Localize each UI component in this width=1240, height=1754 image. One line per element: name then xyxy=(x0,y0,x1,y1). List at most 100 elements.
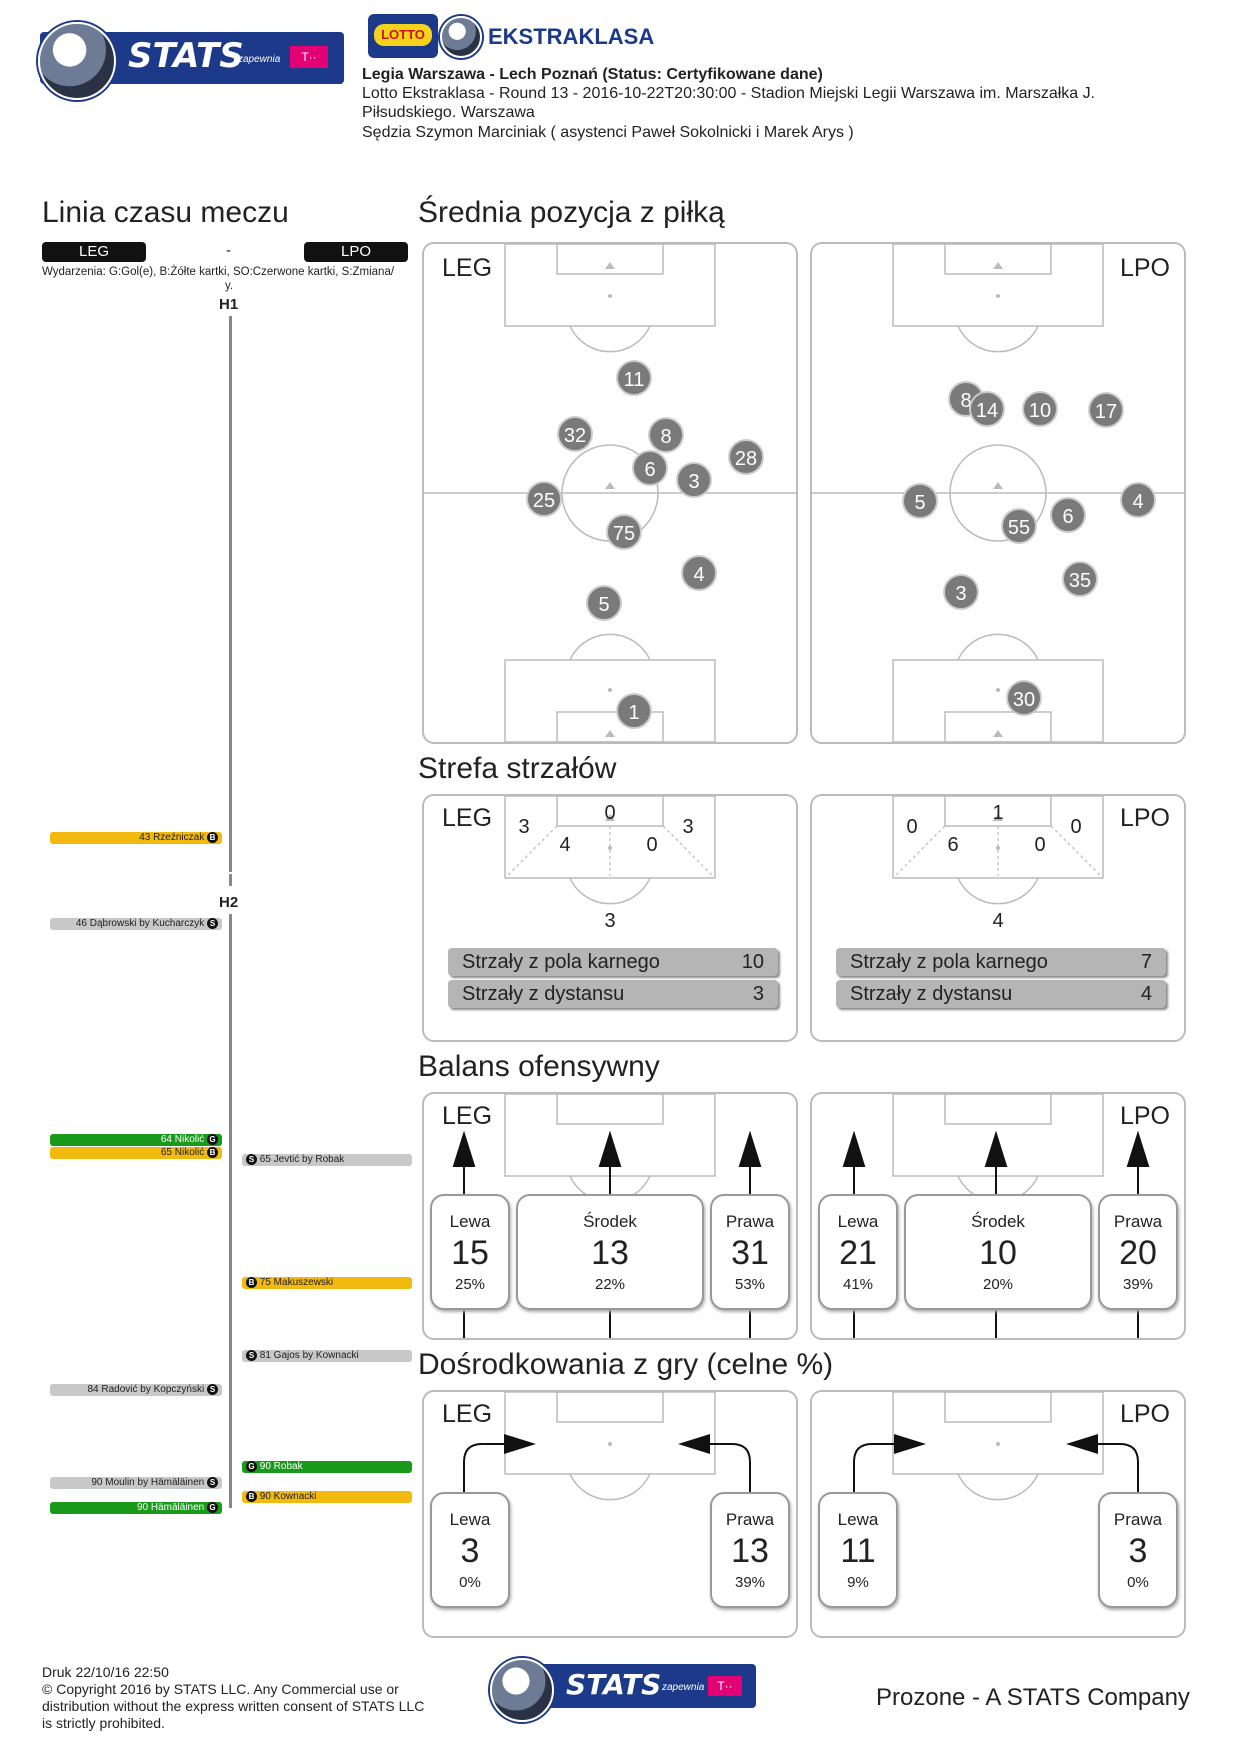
timeline-event: 90 Moulin by Hämäläinen S xyxy=(50,1477,222,1489)
ekstraklasa-logo-text: EKSTRAKLASA xyxy=(488,24,655,49)
zone-count-right-in: 0 xyxy=(1034,834,1046,856)
zone-count-right-in: 0 xyxy=(646,834,658,856)
bar-label: Strzały z pola karnego xyxy=(462,951,660,973)
stat-label: Lewa xyxy=(449,1212,491,1231)
event-type-icon: S xyxy=(207,1384,218,1395)
event-type-icon: S xyxy=(207,1477,218,1488)
stat-value: 11 xyxy=(840,1532,876,1570)
lotto-logo-text: LOTTO xyxy=(374,24,432,46)
timeline-line-h1 xyxy=(229,316,232,872)
timeline-event: 46 Dąbrowski by Kucharczyk S xyxy=(50,918,222,930)
player-marker: 3 xyxy=(943,574,979,610)
stat-label: Środek xyxy=(971,1212,1025,1231)
event-type-icon: S xyxy=(246,1350,257,1361)
stat-value: 10 xyxy=(979,1234,1017,1272)
stat-label: Lewa xyxy=(449,1510,491,1529)
player-marker: 5 xyxy=(586,585,622,621)
avg-position-home-pitch: LEG 11 32 8 28 6 3 25 75 4 5 1 xyxy=(422,242,798,744)
player-marker: 75 xyxy=(606,514,642,550)
team-label: LPO xyxy=(1119,1400,1170,1428)
lotto-logo: LOTTO xyxy=(368,14,438,58)
timeline-event: 64 Nikolić G xyxy=(50,1134,222,1146)
bar-value: 10 xyxy=(741,951,764,973)
stats-logo-text: STATS xyxy=(128,36,244,76)
timeline-event: 84 Radović by Kopczyński S xyxy=(50,1384,222,1396)
event-text: 81 Gajos by Kownacki xyxy=(259,1350,359,1361)
stat-percent: 41% xyxy=(842,1276,874,1293)
timeline-legend-cont: y. xyxy=(225,280,234,292)
stat-value: 15 xyxy=(451,1234,489,1272)
player-marker: 32 xyxy=(557,416,593,452)
shot-zone-pitch xyxy=(504,796,716,905)
event-text: 90 Kownacki xyxy=(259,1491,317,1502)
bar-value: 4 xyxy=(1140,983,1152,1005)
timeline-line-h2 xyxy=(229,914,232,1508)
player-marker: 55 xyxy=(1001,508,1037,544)
ekstraklasa-ball-icon xyxy=(38,22,116,100)
timeline-event: B 75 Makuszewski xyxy=(242,1277,412,1289)
team-label: LPO xyxy=(1119,804,1170,832)
timeline-away-team: LPO xyxy=(304,242,408,262)
match-details: Lotto Ekstraklasa - Round 13 - 2016-10-2… xyxy=(362,85,1096,102)
stat-percent: 39% xyxy=(1122,1276,1154,1293)
player-marker: 6 xyxy=(632,450,668,486)
timeline-home-team: LEG xyxy=(42,242,146,262)
bar-label: Strzały z dystansu xyxy=(850,983,1013,1005)
timeline-event: 43 Rzeźniczak B xyxy=(50,832,222,844)
event-text: 43 Rzeźniczak xyxy=(139,832,205,843)
player-marker: 5 xyxy=(902,483,938,519)
event-type-icon: G xyxy=(246,1461,257,1472)
stat-percent: 0% xyxy=(1127,1574,1149,1591)
zone-count-left-in: 4 xyxy=(559,834,571,856)
player-marker: 6 xyxy=(1050,497,1086,533)
bar-value: 7 xyxy=(1140,951,1152,973)
player-marker: 3 xyxy=(676,462,712,498)
match-venue: Piłsudskiego. Warszawa xyxy=(362,104,535,121)
team-label: LPO xyxy=(1119,1102,1170,1130)
referee-line: Sędzia Szymon Marciniak ( asystenci Pawe… xyxy=(362,124,854,141)
player-marker: 35 xyxy=(1062,561,1098,597)
shots-inside-box-bar: Strzały z pola karnego 7 xyxy=(836,948,1166,976)
avg-position-title: Średnia pozycja z piłką xyxy=(418,196,725,229)
event-text: 90 Moulin by Hämäläinen xyxy=(91,1477,205,1488)
team-label: LEG xyxy=(442,804,493,832)
player-marker: 1 xyxy=(616,693,652,729)
copyright-line-1: © Copyright 2016 by STATS LLC. Any Comme… xyxy=(42,1681,399,1697)
player-marker: 17 xyxy=(1088,392,1124,428)
stat-value: 13 xyxy=(591,1234,629,1272)
stats-sponsor-text: zapewnia xyxy=(238,54,281,65)
timeline-event: 90 Hämäläinen G xyxy=(50,1502,222,1514)
attack-balance-title: Balans ofensywny xyxy=(418,1050,660,1083)
bar-value: 3 xyxy=(752,983,764,1005)
team-label: LEG xyxy=(442,1400,493,1428)
stat-percent: 0% xyxy=(459,1574,481,1591)
zone-count-left-in: 6 xyxy=(947,834,959,856)
player-marker: 28 xyxy=(728,439,764,475)
zone-count-top: 1 xyxy=(992,802,1004,824)
stat-value: 13 xyxy=(731,1532,769,1570)
zone-count-outside: 4 xyxy=(992,910,1004,932)
stats-footer-logo-text: STATS xyxy=(566,1668,662,1701)
stat-label: Prawa xyxy=(1113,1212,1163,1231)
zone-count-right-out: 3 xyxy=(682,816,694,838)
stat-label: Lewa xyxy=(837,1510,879,1529)
bar-label: Strzały z pola karnego xyxy=(850,951,1048,973)
event-text: 65 Jevtić by Robak xyxy=(259,1154,345,1165)
timeline-event: B 90 Kownacki xyxy=(242,1491,412,1503)
stat-value: 31 xyxy=(731,1234,769,1272)
timeline-event: S 65 Jevtić by Robak xyxy=(242,1154,412,1166)
timeline-title: Linia czasu meczu xyxy=(42,196,289,229)
player-marker: 30 xyxy=(1006,680,1042,716)
player-marker: 4 xyxy=(1120,482,1156,518)
player-marker: 25 xyxy=(526,481,562,517)
print-date: Druk 22/10/16 22:50 xyxy=(42,1664,169,1680)
